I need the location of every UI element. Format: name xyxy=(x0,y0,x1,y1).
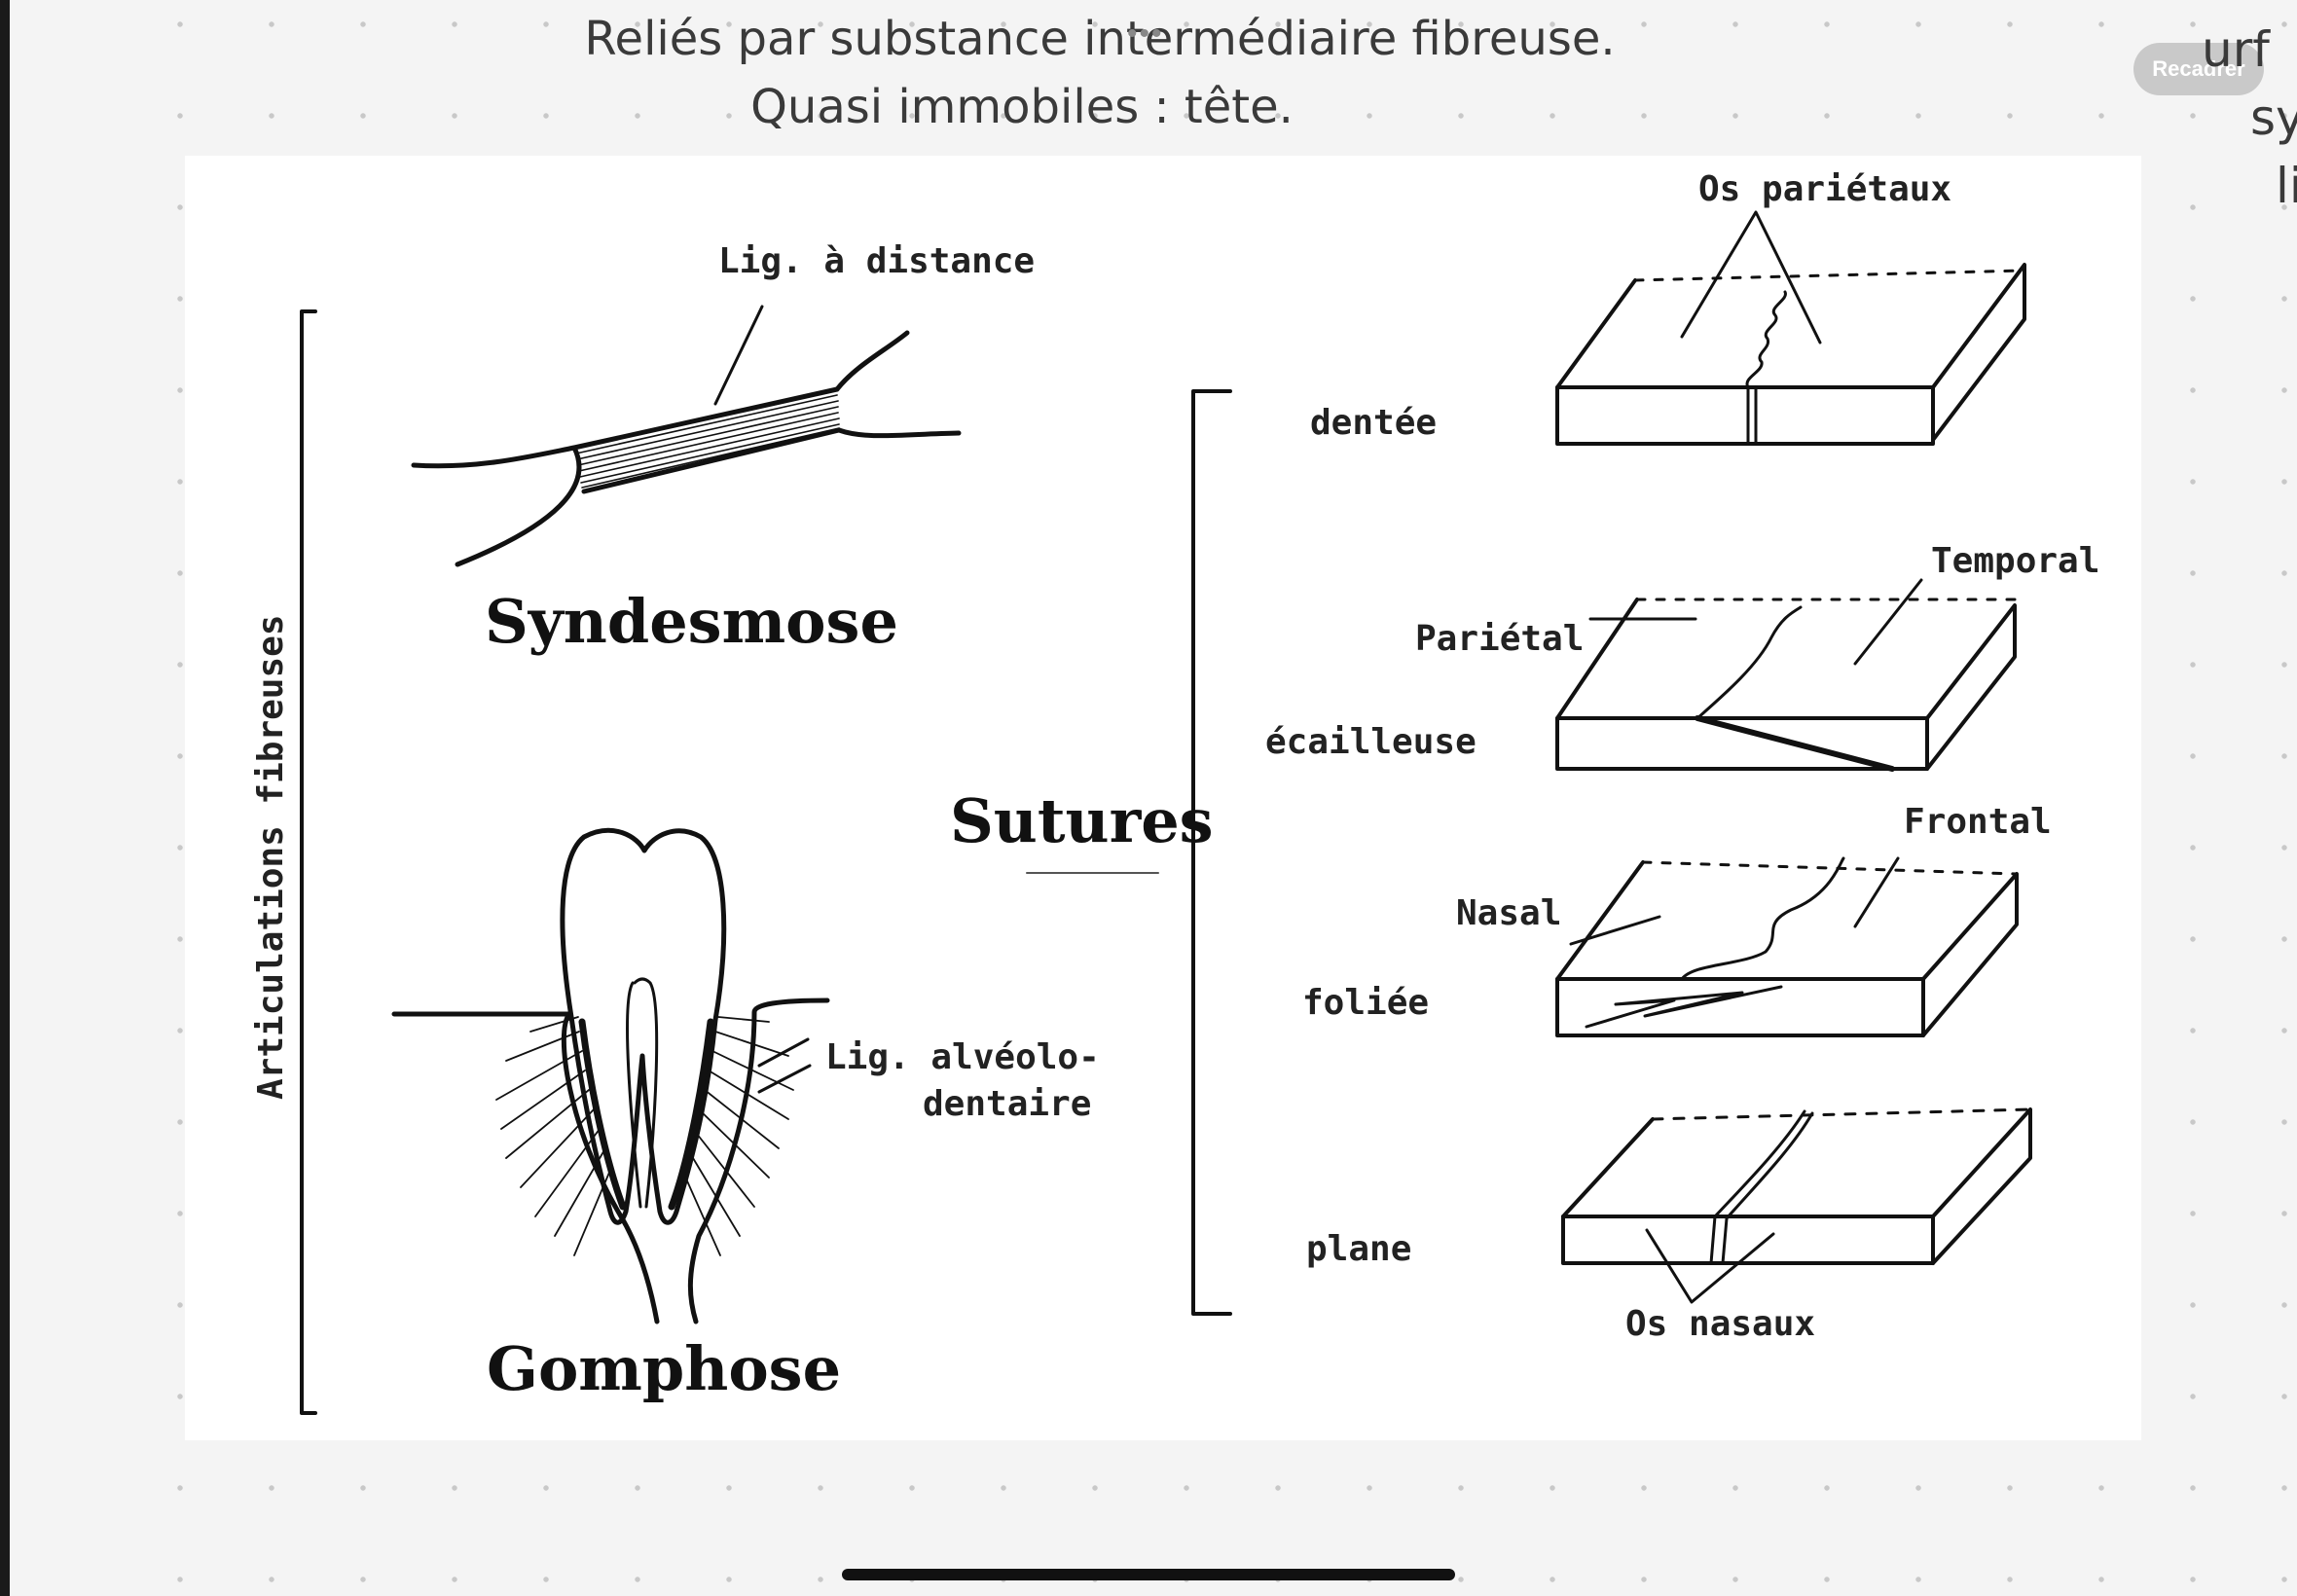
suture-type-plane: plane xyxy=(1306,1229,1411,1269)
sutures-title: Sutures xyxy=(950,785,1214,856)
clipped-text-2: sy xyxy=(2250,90,2297,146)
lig-alveolo-label-2: dentaire xyxy=(923,1084,1091,1124)
screen-left-edge xyxy=(0,0,10,1596)
fibrous-joints-figure[interactable]: Articulations fibreuses Lig. à distance … xyxy=(185,156,2141,1440)
lig-alveolo-leader xyxy=(757,1037,812,1094)
suture-type-foliee: foliée xyxy=(1302,983,1429,1023)
suture-type-dentee: dentée xyxy=(1310,403,1437,443)
label-frontal: Frontal xyxy=(1904,802,2052,842)
label-nasal: Nasal xyxy=(1456,893,1561,933)
home-indicator[interactable] xyxy=(842,1569,1455,1580)
suture-foliee-drawing xyxy=(1555,856,2019,1037)
suture-plane-drawing xyxy=(1561,1107,2032,1304)
sutures-bracket xyxy=(1191,389,1232,1316)
syndesmose-title: Syndesmose xyxy=(485,586,898,657)
suture-type-ecailleuse: écailleuse xyxy=(1265,722,1477,762)
heading-line-2: Quasi immobiles : tête. xyxy=(750,80,1294,134)
lig-alveolo-label-1: Lig. alvéolo- xyxy=(825,1037,1100,1077)
clipped-text-3: li xyxy=(2276,158,2297,214)
label-os-parietaux: Os pariétaux xyxy=(1698,169,1951,209)
suture-dentee-drawing xyxy=(1555,210,2026,446)
left-bracket xyxy=(300,309,317,1415)
drag-handle-icon[interactable]: ••• xyxy=(1127,18,1164,50)
lig-distance-leader xyxy=(713,305,764,406)
suture-ecailleuse-drawing xyxy=(1555,578,2017,772)
gomphose-title: Gomphose xyxy=(487,1333,841,1404)
label-os-nasaux: Os nasaux xyxy=(1625,1304,1815,1344)
clipped-text-1: urf xyxy=(2202,21,2270,78)
label-temporal: Temporal xyxy=(1931,541,2099,581)
vertical-label: Articulations fibreuses xyxy=(251,615,291,1101)
crop-button[interactable]: Recadrer xyxy=(2133,43,2264,95)
heading-line-1: Reliés par substance intermédiaire fibre… xyxy=(584,12,1616,66)
gomphose-drawing xyxy=(391,827,830,1324)
label-parietal: Pariétal xyxy=(1415,619,1584,659)
lig-distance-label: Lig. à distance xyxy=(718,241,1035,281)
syndesmose-drawing xyxy=(411,330,962,567)
